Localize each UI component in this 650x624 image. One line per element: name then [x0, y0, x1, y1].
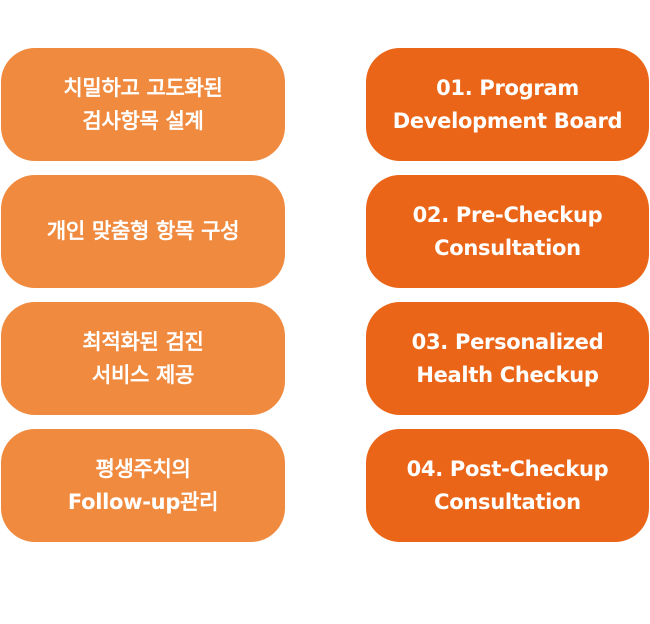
process-step-label: 02. Pre-Checkup Consultation	[412, 202, 603, 260]
process-step-label: 03. Personalized Health Checkup	[411, 329, 604, 387]
feature-card-service: 최적화된 검진 서비스 제공	[1, 302, 285, 415]
process-step-1: 01. Program Development Board	[366, 48, 649, 161]
feature-card-label: 치밀하고 고도화된 검사항목 설계	[63, 75, 223, 133]
feature-card-design: 치밀하고 고도화된 검사항목 설계	[1, 48, 285, 161]
process-step-label: 01. Program Development Board	[392, 75, 623, 133]
feature-card-customization: 개인 맞춤형 항목 구성	[1, 175, 285, 288]
process-step-3: 03. Personalized Health Checkup	[366, 302, 649, 415]
feature-card-label: 최적화된 검진 서비스 제공	[82, 329, 204, 387]
feature-card-label: 평생주치의 Follow-up관리	[67, 456, 219, 514]
process-step-2: 02. Pre-Checkup Consultation	[366, 175, 649, 288]
process-step-4: 04. Post-Checkup Consultation	[366, 429, 649, 542]
process-column: 01. Program Development Board 02. Pre-Ch…	[366, 48, 649, 542]
feature-card-label: 개인 맞춤형 항목 구성	[46, 219, 240, 243]
process-step-label: 04. Post-Checkup Consultation	[406, 456, 609, 514]
feature-card-followup: 평생주치의 Follow-up관리	[1, 429, 285, 542]
feature-column: 치밀하고 고도화된 검사항목 설계 개인 맞춤형 항목 구성 최적화된 검진 서…	[1, 48, 285, 542]
